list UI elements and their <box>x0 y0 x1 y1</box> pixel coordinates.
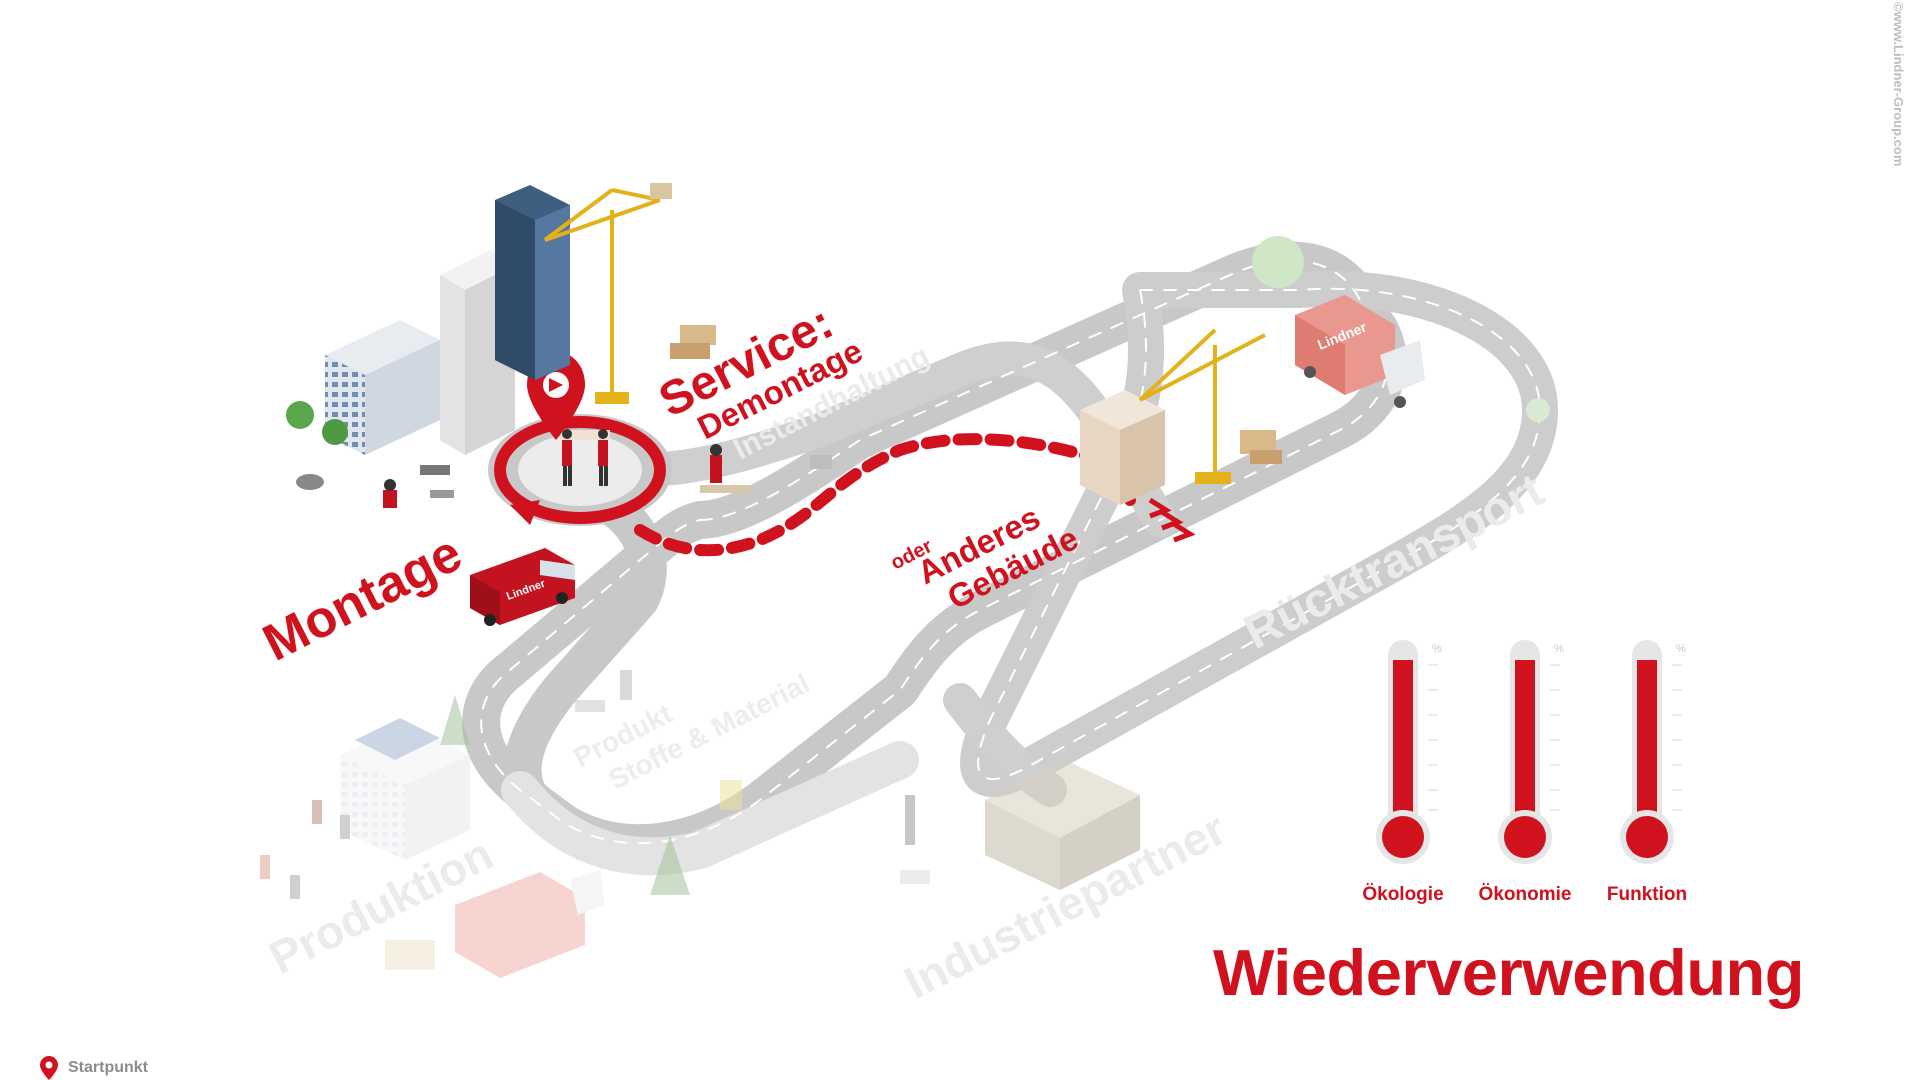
tree-icon <box>286 401 314 429</box>
thermometer-oekonomie: % <box>1498 640 1564 864</box>
thermometer-label-funktion: Funktion <box>1606 884 1688 905</box>
tower-crane-left <box>543 188 661 395</box>
tower-crane-right <box>1138 328 1266 480</box>
thermometer-label-oekonomie: Ökonomie <box>1478 884 1572 905</box>
thermometer-unit: % <box>1432 643 1442 655</box>
thermometer-unit: % <box>1554 643 1564 655</box>
roundabout <box>488 414 672 526</box>
thermometer-oekologie: % <box>1376 640 1442 864</box>
label-ruecktransport: Rücktransport <box>1236 464 1552 660</box>
other-building <box>1080 328 1282 505</box>
direction-chevrons <box>1148 497 1196 543</box>
faded-production-area <box>260 670 1140 978</box>
map-pin-icon <box>40 1056 58 1080</box>
workers-lifting-panel <box>560 429 610 486</box>
office-buildings <box>286 183 832 508</box>
copyright-text: ©www.Lindner-Group.com <box>1891 2 1906 167</box>
road-network <box>462 241 1558 876</box>
road-faded-lower <box>501 741 919 876</box>
label-montage: Montage <box>254 524 471 673</box>
thermometer-funktion: % <box>1620 640 1686 864</box>
road-link-top <box>623 341 1177 537</box>
roundabout-red-ring <box>494 416 666 524</box>
tree-icon <box>1252 236 1304 288</box>
lindner-van <box>470 548 575 626</box>
page-title: Wiederverwendung <box>1213 936 1804 1009</box>
reuse-path-dashed <box>634 433 1106 557</box>
thermometer-label-oekologie: Ökologie <box>1362 884 1444 905</box>
pine-tree-icon <box>440 695 470 745</box>
lindner-truck-top <box>1295 295 1425 408</box>
legend-label: Startpunkt <box>68 1059 148 1076</box>
thermometer-unit: % <box>1676 643 1686 655</box>
legend: Startpunkt <box>40 1056 148 1080</box>
